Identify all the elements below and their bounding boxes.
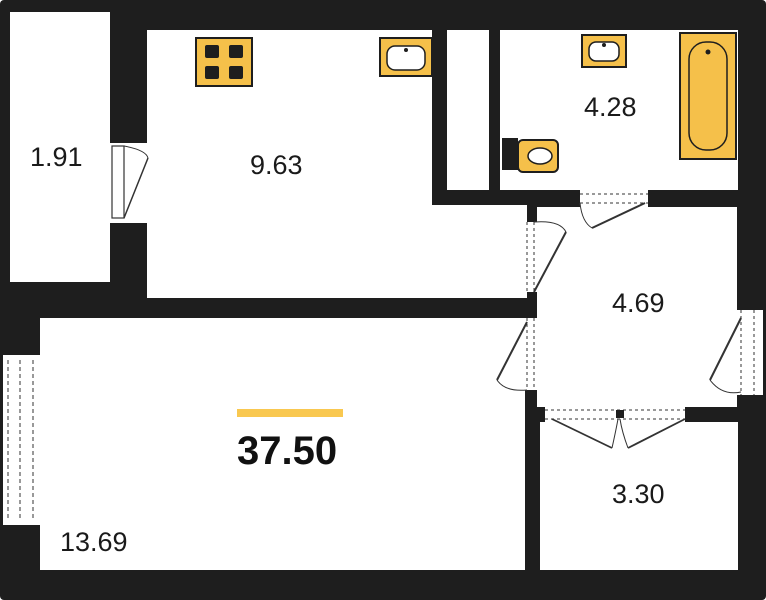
kitchen-area: 9.63 — [250, 150, 303, 180]
niche-floor — [447, 30, 489, 190]
kitchen-floor-ext — [432, 205, 527, 298]
hallway-area: 4.69 — [612, 288, 665, 318]
kitchen-door — [524, 221, 567, 293]
hallway-floor — [537, 207, 737, 407]
stove-icon — [195, 37, 253, 87]
total-area: 37.50 — [237, 429, 337, 473]
total-accent-bar — [237, 409, 343, 417]
storage-door — [545, 406, 686, 449]
storage-area: 3.30 — [612, 479, 665, 509]
bathtub-icon — [679, 32, 737, 160]
toilet-icon — [502, 138, 559, 173]
living-floor — [40, 318, 525, 570]
entrance-door — [709, 310, 763, 395]
balcony-floor — [10, 12, 110, 282]
bathroom-door — [579, 190, 648, 229]
balcony-door — [110, 143, 149, 223]
kitchen-sink-icon — [379, 37, 433, 77]
bathroom-area: 4.28 — [584, 92, 637, 122]
living-area: 13.69 — [60, 527, 128, 557]
living-door — [496, 318, 538, 391]
bathroom-sink-icon — [581, 34, 627, 68]
living-window — [3, 355, 40, 525]
balcony-area: 1.91 — [30, 142, 83, 172]
storage-floor — [540, 422, 738, 570]
